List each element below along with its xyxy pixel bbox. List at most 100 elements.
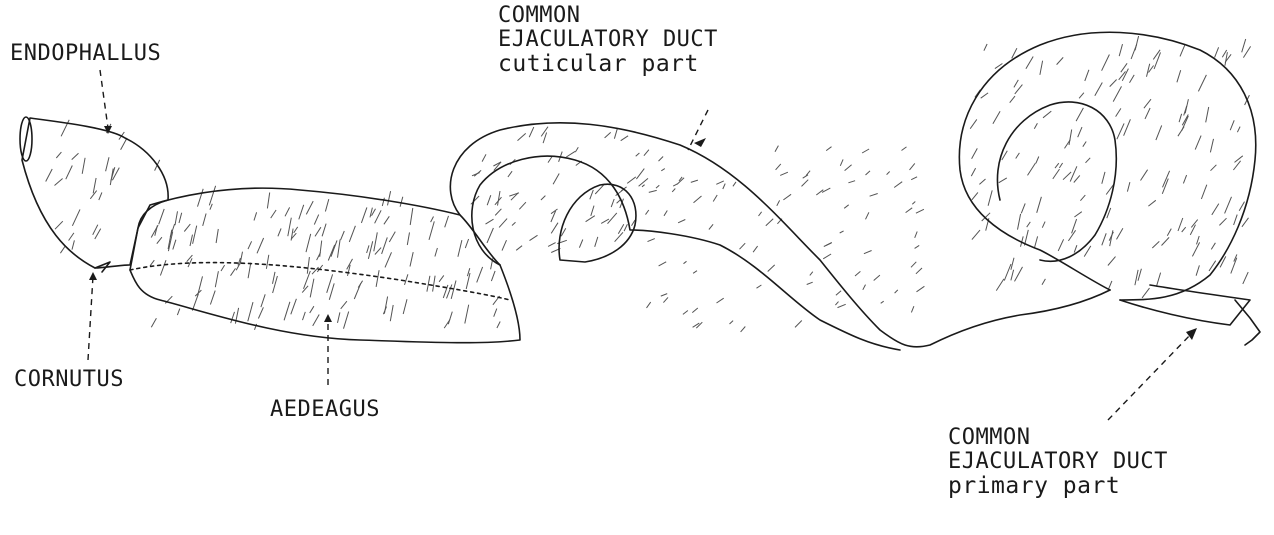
hatch-stroke — [661, 169, 665, 171]
hatch-stroke — [1086, 158, 1091, 163]
hatch-stroke — [271, 210, 276, 218]
hatch-stroke — [291, 299, 297, 315]
hatch-stroke — [427, 276, 430, 292]
hatch-stroke — [870, 194, 878, 197]
hatch-stroke — [403, 299, 407, 314]
hatch-stroke — [971, 168, 975, 176]
hatch-stroke — [349, 226, 355, 242]
hatch-stroke — [895, 290, 898, 293]
hatch-stroke — [307, 257, 309, 274]
hatch-stroke — [1026, 57, 1033, 69]
hatch-stroke — [382, 237, 388, 254]
hatch-stroke — [1130, 75, 1135, 83]
hatch-stroke — [285, 207, 290, 216]
hatch-stroke — [1028, 163, 1036, 175]
label-cuticular-line2: EJACULATORY DUCT — [498, 28, 718, 52]
hatch-stroke — [591, 206, 594, 216]
hatch-stroke — [303, 312, 306, 320]
hatch-stroke — [1036, 157, 1039, 164]
hatch-stroke — [757, 285, 762, 288]
hatch-stroke — [866, 212, 869, 219]
hatch-stroke — [642, 185, 645, 187]
hatch-stroke — [590, 190, 594, 199]
hatch-stroke — [1011, 270, 1014, 281]
hatch-stroke — [1102, 233, 1106, 245]
hatch-stroke — [354, 283, 361, 299]
hatch-stroke — [1080, 195, 1085, 201]
hatch-stroke — [1167, 229, 1171, 236]
hatch-stroke — [258, 307, 263, 318]
hatch-stroke — [306, 201, 313, 214]
label-cuticular-part: COMMON EJACULATORY DUCT cuticular part — [498, 4, 718, 76]
primary-leader — [1108, 333, 1192, 420]
hatch-stroke — [1113, 86, 1121, 101]
hatch-stroke — [66, 166, 73, 180]
hatch-stroke — [431, 217, 434, 223]
hatch-stroke — [248, 263, 251, 279]
hatch-stroke — [730, 321, 734, 324]
hatch-stroke — [611, 199, 614, 207]
hatch-stroke — [1127, 182, 1130, 192]
hatch-stroke — [1156, 273, 1160, 287]
hatch-stroke — [121, 139, 127, 150]
hatch-stroke — [60, 246, 65, 254]
hatch-stroke — [972, 192, 978, 199]
hatch-stroke — [516, 246, 522, 251]
hatch-stroke — [410, 252, 413, 266]
hatch-stroke — [329, 283, 334, 299]
hatch-stroke — [586, 216, 595, 222]
hatch-stroke — [375, 248, 381, 255]
aedeagus-arrowhead — [324, 314, 332, 322]
hatch-stroke — [979, 179, 985, 184]
hatch-stroke — [826, 147, 831, 151]
hatch-stroke — [106, 157, 109, 171]
hatch-stroke — [848, 181, 855, 183]
hatch-stroke — [1235, 156, 1243, 163]
hatch-stroke — [1153, 50, 1160, 60]
hatch-stroke — [151, 318, 156, 327]
hatch-stroke — [1119, 44, 1122, 56]
hatch-stroke — [553, 174, 559, 185]
hatch-stroke — [56, 152, 61, 158]
hatch-stroke — [972, 148, 978, 158]
hatch-stroke — [1078, 127, 1082, 137]
hatch-stroke — [509, 193, 519, 196]
hatch-stroke — [331, 240, 337, 256]
hatch-stroke — [716, 181, 724, 184]
hatch-stroke — [266, 255, 268, 269]
hatch-stroke — [487, 228, 493, 243]
hatch-stroke — [261, 294, 265, 307]
hatch-stroke — [1069, 130, 1072, 146]
hatch-stroke — [1195, 136, 1201, 150]
hatch-stroke — [1144, 99, 1151, 108]
hatch-stroke — [1015, 85, 1023, 94]
hatch-stroke — [915, 232, 918, 238]
hatch-stroke — [361, 207, 367, 223]
hatch-stroke — [95, 229, 101, 239]
hatch-stroke — [691, 180, 698, 182]
hatch-stroke — [370, 208, 372, 218]
hatch-stroke — [306, 234, 311, 252]
hatch-stroke — [624, 224, 627, 231]
hatch-stroke — [663, 297, 668, 302]
hatch-stroke — [519, 202, 526, 209]
hatch-stroke — [981, 93, 988, 98]
primary-duct-inner-loop — [997, 102, 1116, 261]
label-primary-line1: COMMON — [948, 426, 1168, 450]
hatch-stroke — [405, 274, 408, 285]
hatch-stroke — [173, 240, 176, 250]
hatch-stroke — [636, 153, 640, 156]
hatch-stroke — [996, 279, 1004, 291]
hatch-stroke — [1108, 257, 1116, 266]
hatch-stroke — [184, 224, 190, 231]
hatch-stroke — [465, 305, 469, 324]
hatch-stroke — [1152, 241, 1159, 248]
hatch-stroke — [1027, 222, 1031, 227]
hatch-stroke — [775, 146, 778, 152]
hatch-stroke — [267, 193, 269, 209]
hatch-stroke — [912, 202, 915, 205]
hatch-stroke — [838, 304, 846, 307]
hatch-stroke — [646, 210, 649, 215]
hatch-stroke — [783, 194, 791, 200]
